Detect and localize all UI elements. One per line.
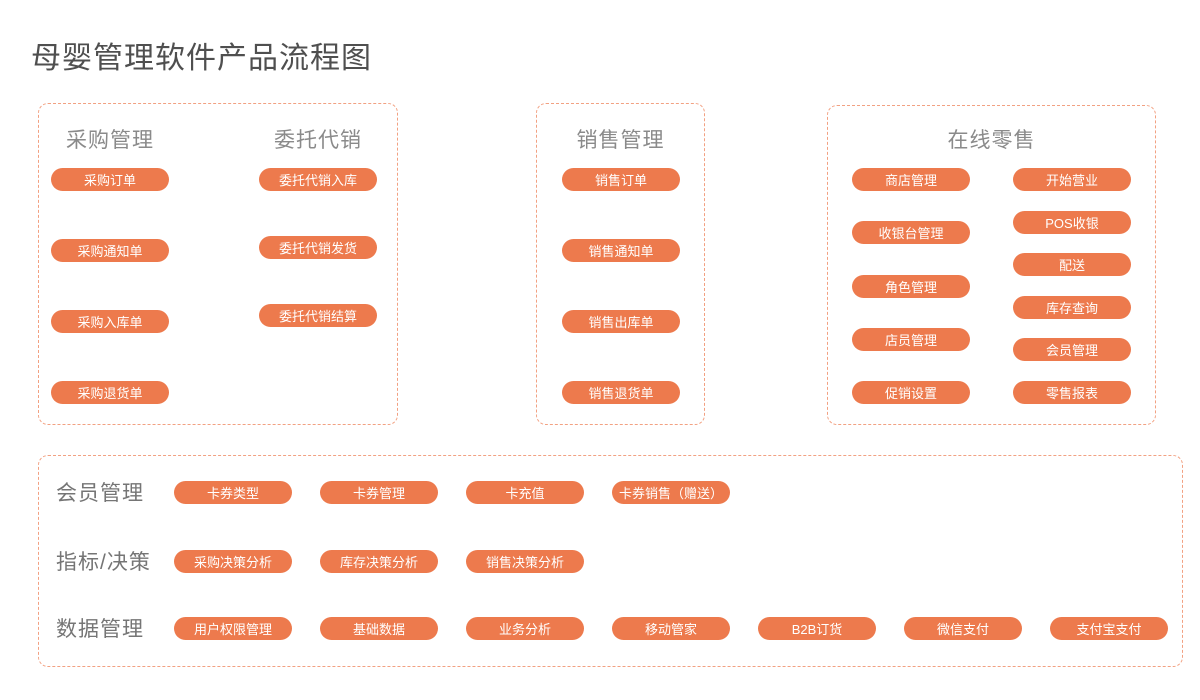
- pill-row-member-management: 卡券类型 卡券管理 卡充值 卡券销售（赠送）: [174, 480, 730, 504]
- flow-pill: 销售通知单: [562, 239, 680, 262]
- flow-pill: 卡充值: [466, 480, 584, 504]
- flow-pill: 库存决策分析: [320, 549, 438, 573]
- bottom-row-data-management: 数据管理 用户权限管理 基础数据 业务分析 移动管家 B2B订货 微信支付 支付宝支付: [56, 616, 1168, 641]
- flow-pill: 采购决策分析: [174, 549, 292, 573]
- flow-pill: 收银台管理: [852, 221, 970, 245]
- pill-row-decision: 采购决策分析 库存决策分析 销售决策分析: [174, 549, 584, 573]
- bottom-row-member-management: 会员管理 卡券类型 卡券管理 卡充值 卡券销售（赠送）: [56, 480, 1162, 505]
- flow-pill: 卡券销售（赠送）: [612, 480, 730, 504]
- flow-pill: 业务分析: [466, 616, 584, 640]
- flow-pill: 会员管理: [1013, 338, 1131, 362]
- pill-row-data-management: 用户权限管理 基础数据 业务分析 移动管家 B2B订货 微信支付 支付宝支付: [174, 616, 1168, 640]
- flow-pill: 采购退货单: [51, 381, 169, 404]
- flow-pill: 销售决策分析: [466, 549, 584, 573]
- flow-pill: 开始营业: [1013, 168, 1131, 191]
- bottom-row-decision: 指标/决策 采购决策分析 库存决策分析 销售决策分析: [56, 549, 1162, 574]
- flow-pill: 零售报表: [1013, 380, 1131, 404]
- row-label-data-management: 数据管理: [56, 618, 144, 641]
- flow-pill: B2B订货: [758, 616, 876, 640]
- flow-pill: 采购订单: [51, 168, 169, 191]
- flow-pill: 移动管家: [612, 616, 730, 640]
- panel-sales: 销售管理 销售订单销售通知单销售出库单销售退货单: [536, 103, 705, 425]
- flow-pill: 委托代销结算: [259, 304, 377, 327]
- flow-pill: 用户权限管理: [174, 616, 292, 640]
- flow-pill: 卡券类型: [174, 480, 292, 504]
- flow-pill: 基础数据: [320, 616, 438, 640]
- panel-purchase: 采购管理 委托代销 采购订单采购通知单采购入库单采购退货单 委托代销入库委托代销…: [38, 103, 398, 425]
- flow-pill: 销售订单: [562, 168, 680, 191]
- section-header-online-retail: 在线零售: [947, 129, 1036, 152]
- pill-stack-sales: 销售订单销售通知单销售出库单销售退货单: [562, 168, 680, 404]
- flow-pill: POS收银: [1013, 210, 1131, 234]
- flow-pill: 采购通知单: [51, 239, 169, 262]
- section-header-consignment: 委托代销: [274, 129, 362, 152]
- row-label-member-management: 会员管理: [56, 482, 144, 505]
- flow-pill: 委托代销发货: [259, 236, 377, 259]
- flow-pill: 配送: [1013, 253, 1131, 277]
- row-label-decision: 指标/决策: [56, 551, 151, 574]
- panel-online-retail: 在线零售 商店管理收银台管理角色管理店员管理促销设置 开始营业 POS收银配送库存…: [827, 105, 1156, 425]
- flow-pill: 促销设置: [852, 381, 970, 404]
- pill-stack-consignment: 委托代销入库委托代销发货委托代销结算: [259, 168, 377, 327]
- flow-pill: 采购入库单: [51, 310, 169, 333]
- page-title: 母婴管理软件产品流程图: [31, 42, 372, 75]
- flow-pill: 微信支付: [904, 616, 1022, 640]
- flow-pill: 店员管理: [852, 327, 970, 351]
- flow-pill: 销售退货单: [562, 381, 680, 404]
- flow-pill: 委托代销入库: [259, 168, 377, 191]
- pill-stack-retail-left: 商店管理收银台管理角色管理店员管理促销设置: [852, 168, 970, 404]
- flow-pill: 销售出库单: [562, 310, 680, 333]
- flow-pill: 商店管理: [852, 168, 970, 191]
- flow-pill: 支付宝支付: [1050, 616, 1168, 640]
- flow-pill: 角色管理: [852, 274, 970, 298]
- flow-pill: 库存查询: [1013, 295, 1131, 319]
- pill-stack-retail-right: 开始营业 POS收银配送库存查询会员管理零售报表: [1013, 168, 1131, 404]
- panel-bottom: 会员管理 卡券类型 卡券管理 卡充值 卡券销售（赠送） 指标/决策 采购决策分析 库存决…: [38, 455, 1183, 667]
- pill-stack-purchase: 采购订单采购通知单采购入库单采购退货单: [51, 168, 169, 404]
- section-header-purchase-management: 采购管理: [66, 129, 154, 152]
- flow-pill: 卡券管理: [320, 480, 438, 504]
- section-header-sales-management: 销售管理: [576, 129, 665, 152]
